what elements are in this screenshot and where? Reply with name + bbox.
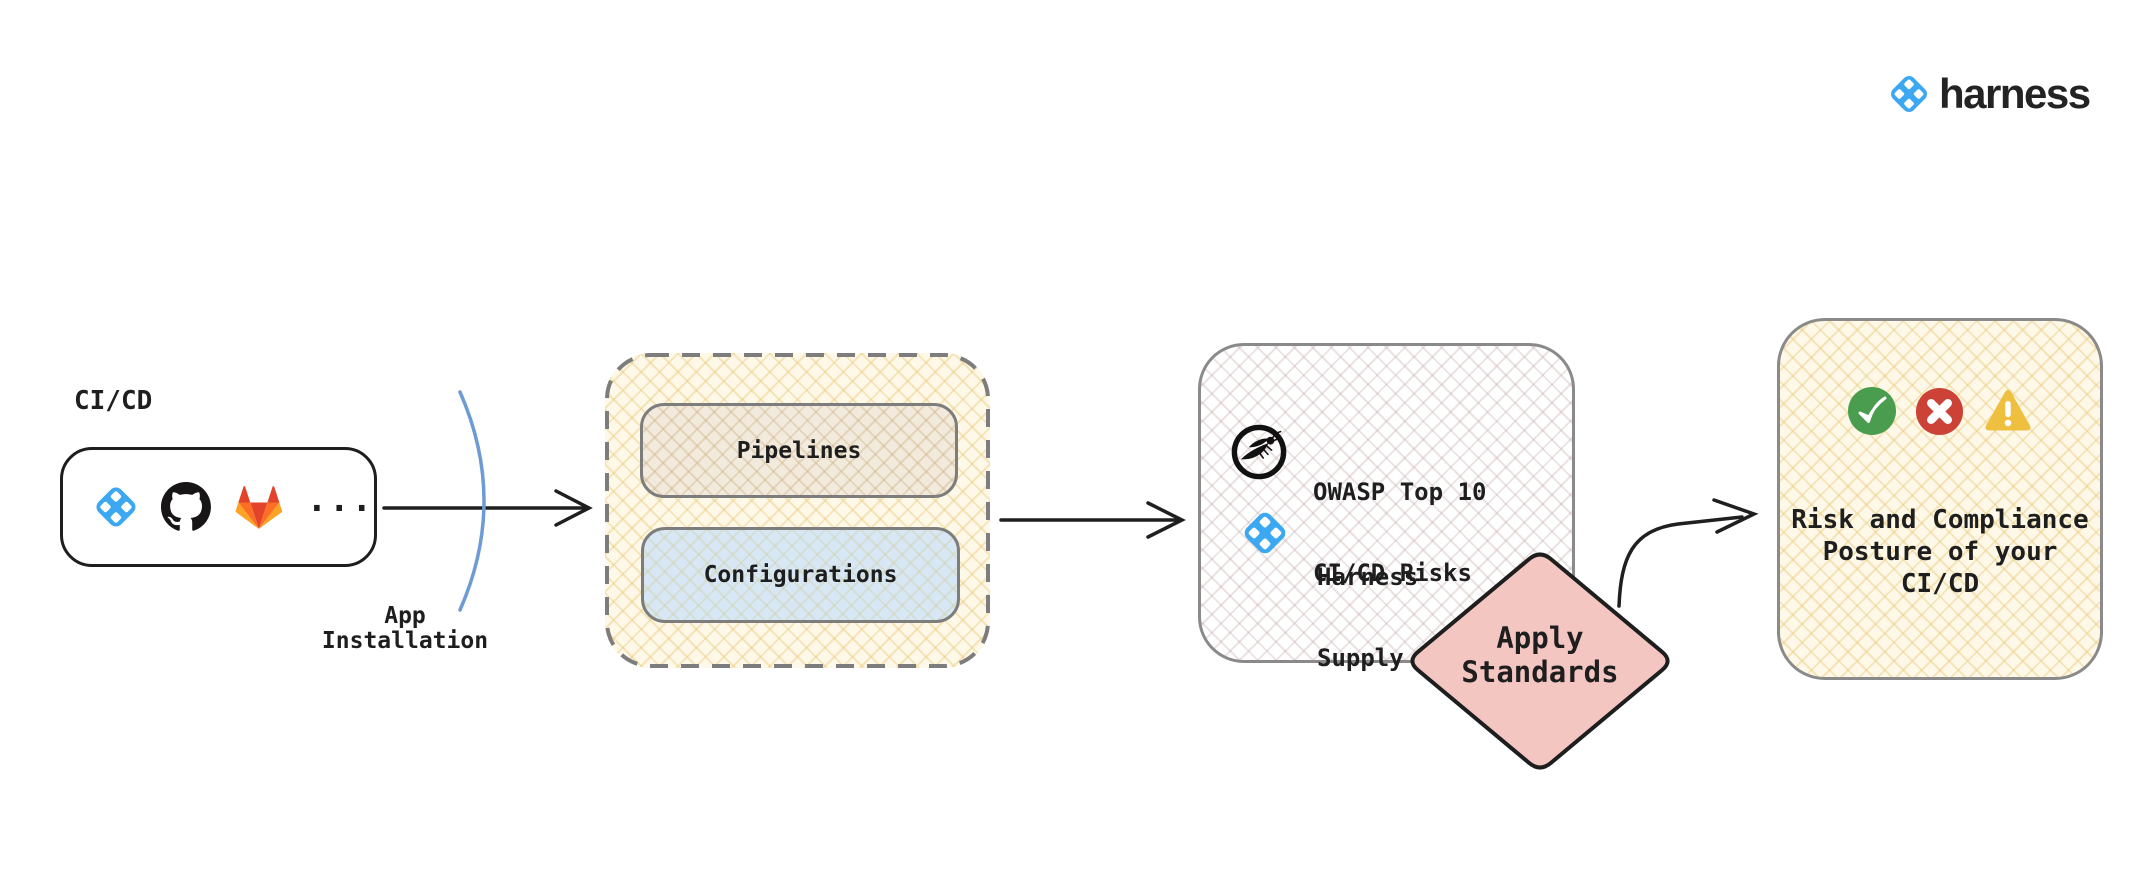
arrow-config-to-standards — [999, 501, 1186, 539]
harness-logo: harness — [1886, 70, 2091, 118]
owasp-zap-icon — [1231, 424, 1287, 480]
result-box — [1777, 318, 2103, 680]
cicd-tools-box: ... — [60, 447, 377, 567]
cicd-group-label: CI/CD — [74, 386, 153, 416]
app-installation-arc — [458, 390, 486, 612]
owasp-line1: OWASP Top 10 — [1313, 478, 1487, 506]
more-tools-ellipsis: ... — [306, 480, 374, 520]
app-installation-label: App Installation — [285, 604, 525, 654]
app-installation-line2: Installation — [321, 628, 489, 654]
x-circle-icon — [1915, 387, 1963, 435]
pipelines-node: Pipelines — [640, 403, 958, 498]
harness-icon — [93, 484, 139, 530]
configurations-node: Configurations — [641, 527, 960, 623]
pipelines-config-container: Pipelines Configurations — [605, 353, 990, 668]
result-line3: CI/CD — [1900, 569, 1980, 599]
harness-logo-icon — [1888, 73, 1930, 115]
apply-standards-line2: Standards — [1461, 655, 1619, 689]
arrow-standards-to-result — [1617, 498, 1759, 608]
app-installation-line1: App — [384, 603, 426, 629]
apply-standards-line1: Apply — [1496, 621, 1584, 655]
result-caption: Risk and Compliance Posture of your CI/C… — [1782, 504, 2098, 600]
harness-supply-chain-icon — [1241, 509, 1289, 557]
pipelines-label: Pipelines — [736, 437, 862, 464]
result-line2: Posture of your — [1822, 537, 2058, 567]
gitlab-icon — [235, 486, 282, 529]
standards-box: OWASP Top 10 CI/CD Risks Harness Supply … — [1198, 343, 1575, 672]
harness-line1: Harness — [1317, 563, 1419, 591]
arrow-cicd-to-config — [382, 489, 593, 527]
apply-standards-label: Apply Standards — [1440, 621, 1640, 689]
result-line1: Risk and Compliance — [1791, 505, 2089, 535]
result-status-icons — [1782, 386, 2098, 436]
harness-wordmark: harness — [1939, 70, 2091, 117]
github-icon — [160, 482, 211, 531]
harness-item-text: Harness Supply Chain — [1317, 510, 1490, 726]
configurations-label: Configurations — [703, 562, 898, 588]
warning-triangle-icon — [1985, 389, 2030, 431]
check-circle-icon — [1847, 387, 1896, 435]
